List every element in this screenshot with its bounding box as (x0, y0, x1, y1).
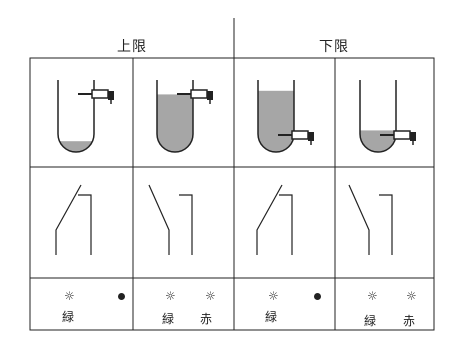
probe-connector (410, 132, 416, 141)
tank-outline (57, 80, 95, 153)
switch-terminal (279, 194, 293, 255)
probe-body (190, 89, 208, 99)
probe-body (291, 130, 309, 140)
lamp-label: 緑 (364, 314, 377, 328)
sun-icon: ☼ (165, 289, 176, 303)
switch-1 (55, 184, 92, 255)
switch-terminal (78, 194, 92, 255)
header-lower-limit: 下限 (319, 39, 349, 55)
switch-contact (348, 184, 370, 255)
tank-2 (156, 80, 213, 153)
probe-connector (207, 91, 213, 100)
switch-contact (148, 184, 170, 255)
lamp-label: 緑 (162, 312, 175, 326)
switch-contact (256, 184, 283, 255)
switch-terminal (379, 194, 393, 255)
probe-connector (308, 132, 314, 141)
header-upper-limit: 上限 (117, 39, 147, 55)
dot-icon (314, 293, 321, 300)
sun-icon: ☼ (205, 289, 216, 303)
lamp-label: 緑 (265, 310, 278, 324)
dot-icon (118, 293, 125, 300)
tank-outline (156, 80, 194, 153)
sun-icon: ☼ (406, 289, 417, 303)
frame-border (29, 57, 435, 331)
lamp-label: 緑 (62, 310, 75, 324)
sun-icon: ☼ (268, 289, 279, 303)
diagram-frame (29, 18, 435, 331)
lamp-label: 赤 (200, 312, 213, 326)
liquid-fill (360, 130, 396, 152)
lamp-label: 赤 (403, 314, 416, 328)
sun-icon: ☼ (367, 289, 378, 303)
switch-terminal (179, 194, 193, 255)
switch-2 (148, 184, 193, 255)
liquid-fill (58, 141, 94, 152)
liquid-fill (157, 94, 193, 152)
tank-1 (57, 80, 114, 153)
tank-3 (257, 80, 314, 153)
switch-contact (55, 184, 82, 255)
probe-body (393, 130, 411, 140)
sun-icon: ☼ (64, 289, 75, 303)
probe-connector (108, 91, 114, 100)
tank-4 (359, 80, 416, 153)
switch-3 (256, 184, 293, 255)
probe-body (91, 89, 109, 99)
switch-4 (348, 184, 393, 255)
liquid-fill (258, 90, 294, 152)
tanks-row (57, 80, 416, 153)
switches-row (55, 184, 393, 255)
